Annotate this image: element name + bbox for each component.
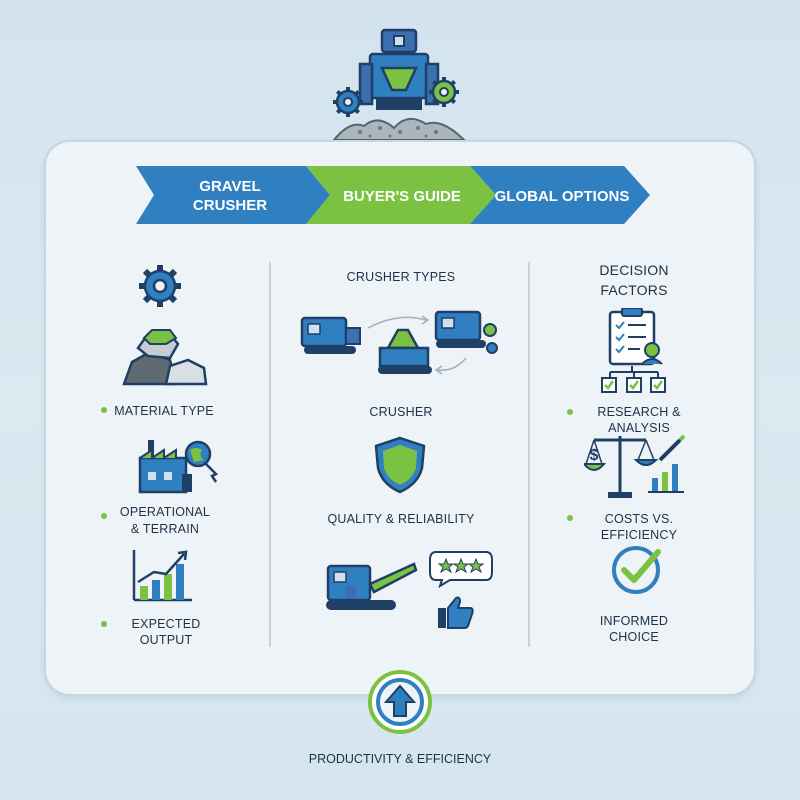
- clipboard-checklist-icon: [601, 308, 666, 393]
- banner-buyers-guide-text: BUYER'S GUIDE: [343, 188, 461, 205]
- expected-output-label: EXPECTED OUTPUT: [131, 617, 201, 647]
- bar-chart-icon: [132, 550, 192, 602]
- column-divider-right: [528, 262, 530, 647]
- crusher-types-cycle-icon: [300, 310, 498, 375]
- bullet: [101, 513, 107, 519]
- crusher-label: CRUSHER: [369, 405, 433, 419]
- research-analysis-label: RESEARCH & ANALYSIS: [597, 405, 681, 435]
- banner-segment-gravel-crusher: [136, 166, 330, 224]
- shield-icon: [374, 436, 426, 494]
- bullet: [101, 621, 107, 627]
- decision-factors-title-line2: FACTORS: [600, 282, 668, 298]
- banner-gravel-text: GRAVEL: [199, 178, 260, 195]
- thumbs-up-icon: [438, 596, 474, 629]
- banner-crusher-text: CRUSHER: [193, 197, 267, 214]
- material-type-label: MATERIAL TYPE: [114, 404, 214, 418]
- content-panel: [44, 140, 756, 696]
- mobile-crusher-icon: [326, 562, 418, 610]
- costs-efficiency-label: COSTS VS. EFFICIENCY: [600, 512, 678, 542]
- rock-pile-icon: [122, 329, 208, 386]
- bullet: [567, 515, 573, 521]
- decision-factors-title-line1: DECISION: [599, 262, 669, 278]
- dollar-sign: $: [590, 447, 599, 464]
- balance-scale-icon: $: [584, 434, 686, 498]
- operational-terrain-label-line1: OPERATIONAL: [119, 505, 211, 519]
- rating-bubble-icon: [429, 551, 493, 588]
- up-arrow-circle-icon: [368, 670, 432, 734]
- factory-globe-icon: [138, 440, 219, 494]
- bullet: [101, 407, 107, 413]
- crusher-machine-icon: [331, 28, 467, 141]
- title-banner: GRAVEL CRUSHER BUYER'S GUIDE GLOBAL OPTI…: [136, 166, 650, 224]
- productivity-efficiency-label: PRODUCTIVITY & EFFICIENCY: [308, 752, 492, 766]
- banner-segment-buyers-guide: [306, 166, 496, 224]
- star-icon: [437, 557, 455, 574]
- banner-segment-global-options: [470, 166, 650, 224]
- gear-icon: [139, 265, 181, 307]
- star-icon: [467, 557, 485, 574]
- bullet: [567, 409, 573, 415]
- crusher-types-title: CRUSHER TYPES: [346, 270, 456, 284]
- column-divider-left: [269, 262, 271, 647]
- star-icon: [452, 557, 470, 574]
- informed-choice-label: INFORMED CHOICE: [599, 614, 669, 644]
- banner-global-options-text: GLOBAL OPTIONS: [495, 188, 630, 205]
- quality-reliability-label: QUALITY & RELIABILITY: [327, 512, 475, 526]
- checkmark-circle-icon: [612, 546, 661, 594]
- operational-terrain-label-line2: & TERRAIN: [130, 522, 200, 536]
